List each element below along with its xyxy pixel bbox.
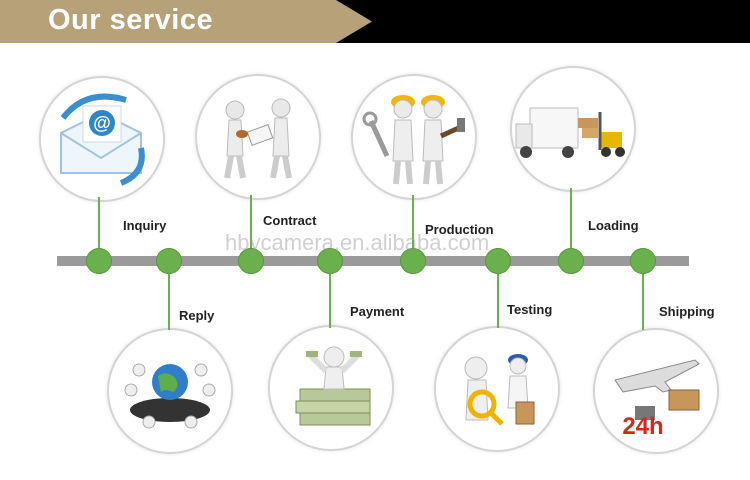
loading-stem xyxy=(570,188,572,252)
testing-label: Testing xyxy=(507,302,553,317)
loading-illustration xyxy=(510,66,636,192)
loading-dot xyxy=(558,248,584,274)
timeline-bar xyxy=(57,256,689,266)
inquiry-label: Inquiry xyxy=(123,218,167,233)
handshake-figures-icon xyxy=(224,98,292,179)
watermark: hbycamera.en.alibaba.com xyxy=(225,230,490,255)
svg-text:@: @ xyxy=(93,113,111,133)
title-banner xyxy=(0,0,372,43)
reply-dot xyxy=(156,248,182,274)
production-dot xyxy=(400,248,426,274)
payment-illustration xyxy=(268,325,394,451)
reply-illustration xyxy=(107,328,233,454)
magnifier-inspection-icon xyxy=(464,354,535,426)
shipping-label: Shipping xyxy=(659,304,715,319)
money-stack-figure-icon xyxy=(295,346,371,426)
payment-label: Payment xyxy=(350,304,405,319)
testing-illustration xyxy=(434,326,560,452)
page-title: Our service xyxy=(48,4,214,36)
shipping-stem xyxy=(642,270,644,330)
production-illustration xyxy=(351,74,477,200)
inquiry-stem xyxy=(98,197,100,252)
team-globe-icon xyxy=(124,363,216,429)
shipping-illustration: 24h xyxy=(593,328,719,454)
production-label: Production xyxy=(425,222,494,237)
inquiry-dot xyxy=(86,248,112,274)
loading-label: Loading xyxy=(588,218,639,233)
production-stem xyxy=(412,195,414,252)
reply-label: Reply xyxy=(179,308,215,323)
reply-stem xyxy=(168,270,170,330)
shipping-dot xyxy=(630,248,656,274)
inquiry-illustration: @ xyxy=(39,76,165,202)
contract-illustration xyxy=(195,74,321,200)
airplane-24h-icon: 24h xyxy=(614,359,700,440)
svg-text:24h: 24h xyxy=(622,413,663,440)
testing-stem xyxy=(497,270,499,328)
testing-dot xyxy=(485,248,511,274)
payment-dot xyxy=(317,248,343,274)
email-envelope-icon: @ xyxy=(60,93,145,186)
payment-stem xyxy=(329,270,331,328)
workers-tools-icon xyxy=(362,95,465,185)
contract-dot xyxy=(238,248,264,274)
contract-label: Contract xyxy=(263,213,317,228)
truck-forklift-icon xyxy=(515,107,625,158)
contract-stem xyxy=(250,195,252,252)
